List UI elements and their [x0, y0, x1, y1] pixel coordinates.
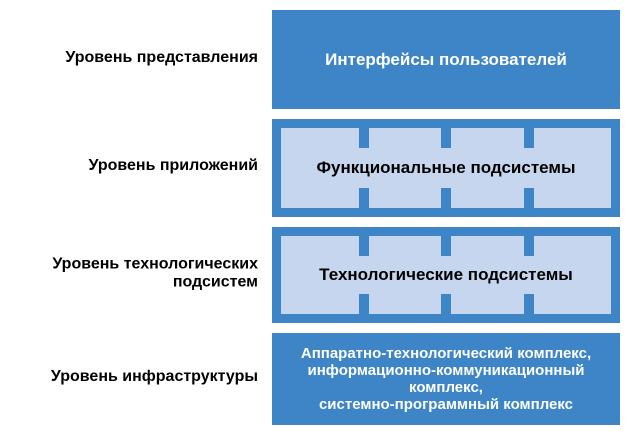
layer-label-applications: Уровень приложений — [88, 157, 258, 175]
layer-row-presentation: Уровень представления Интерфейсы пользов… — [0, 10, 640, 109]
segment-divider — [523, 236, 534, 256]
segment-divider — [358, 294, 369, 314]
layer-label-presentation: Уровень представления — [65, 48, 258, 66]
segment-divider — [523, 294, 534, 314]
technological-subsystems-segments: Технологические подсистемы — [281, 236, 611, 314]
segment-divider — [358, 128, 369, 148]
segment-divider — [358, 188, 369, 208]
layer-box-user-interfaces-text: Интерфейсы пользователей — [325, 49, 567, 69]
layer-row-infrastructure: Уровень инфраструктуры Аппаратно-техноло… — [0, 333, 640, 425]
layer-row-technological: Уровень технологических подсистем Технол… — [0, 227, 640, 323]
layer-box-infrastructure-complexes-text: Аппаратно-технологический комплекс, инфо… — [300, 345, 592, 413]
segment-divider — [523, 128, 534, 148]
layer-box-technological-subsystems: Технологические подсистемы — [272, 227, 620, 323]
segment-divider — [441, 128, 451, 148]
segment-divider — [441, 236, 451, 256]
layer-label-infrastructure: Уровень инфраструктуры — [50, 368, 258, 386]
layer-box-technological-subsystems-text: Технологические подсистемы — [319, 265, 573, 284]
segment-divider — [358, 236, 369, 256]
layer-box-infrastructure-complexes: Аппаратно-технологический комплекс, инфо… — [272, 333, 620, 425]
layer-box-functional-subsystems-text: Функциональные подсистемы — [316, 158, 576, 177]
segment-divider — [441, 188, 451, 208]
layer-box-user-interfaces: Интерфейсы пользователей — [272, 10, 620, 109]
functional-subsystems-segments: Функциональные подсистемы — [281, 128, 611, 208]
segment-divider — [441, 294, 451, 314]
layer-row-applications: Уровень приложений Функциональные подсис… — [0, 119, 640, 217]
segment-divider — [523, 188, 534, 208]
layer-box-functional-subsystems: Функциональные подсистемы — [272, 119, 620, 217]
layer-label-technological: Уровень технологических подсистем — [52, 255, 258, 291]
